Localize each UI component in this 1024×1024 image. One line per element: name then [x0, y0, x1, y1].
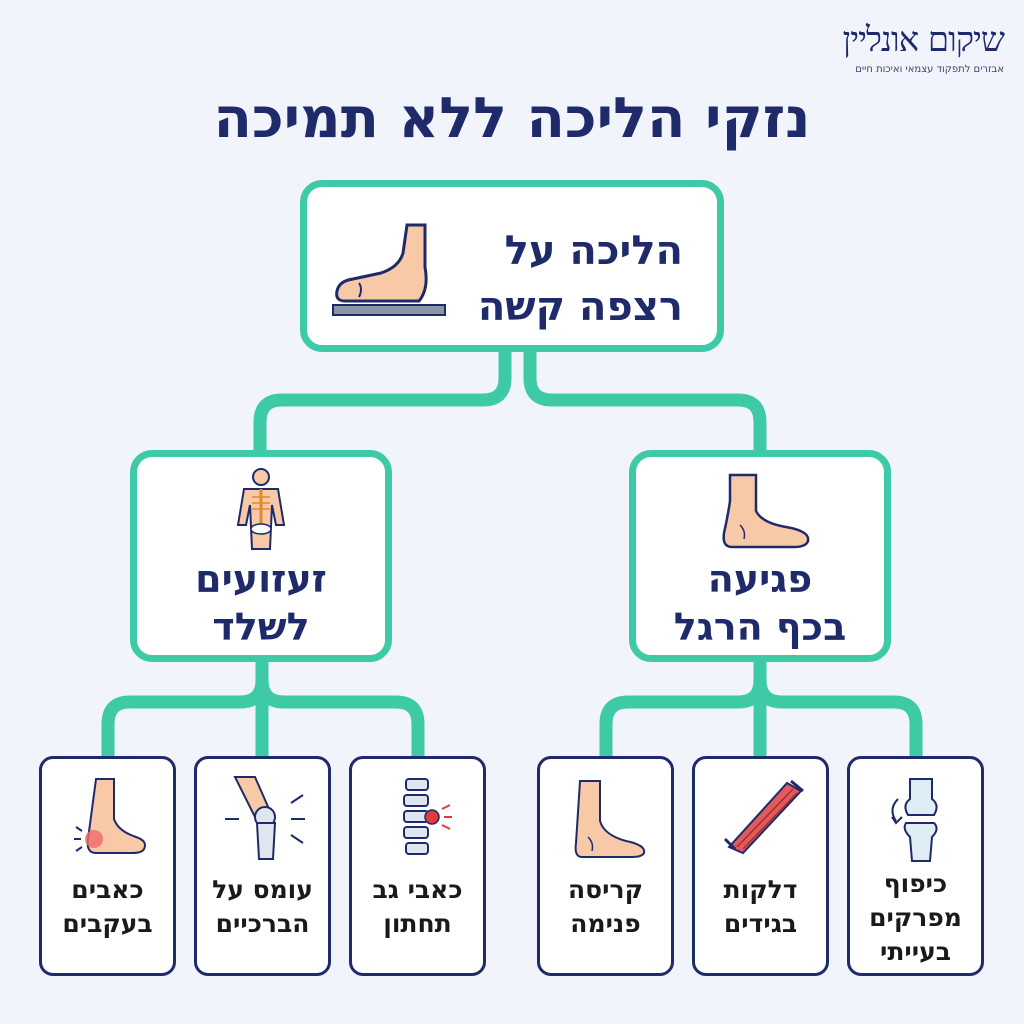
- skeleton-icon: [236, 468, 286, 550]
- leaf-heel-pain: כאבים בעקבים: [39, 756, 176, 976]
- root-box: הליכה על רצפה קשה: [300, 180, 724, 352]
- brand-logo[interactable]: שיקום אונליין אבזרים לתפקוד עצמאי ואיכות…: [804, 20, 1005, 75]
- logo-tagline: אבזרים לתפקוד עצמאי ואיכות חיים: [855, 64, 1004, 75]
- connector-right-children: [599, 655, 923, 765]
- root-label: הליכה על רצפה קשה: [477, 228, 683, 330]
- logo-name: שיקום אונליין: [842, 20, 1005, 60]
- leaf-arch-collapse: קריסה פנימה: [537, 756, 674, 976]
- branch-label-foot: פגיעה בכף הרגל: [673, 557, 847, 649]
- foot-icon: [722, 473, 810, 549]
- branch-box-skeleton: זעזועים לשלד: [130, 450, 392, 662]
- connector-root-right: [523, 343, 767, 459]
- leaf-label-knee-load: עומס על הברכיים: [212, 875, 313, 938]
- connector-left-children: [101, 655, 425, 765]
- foot-arch-icon: [574, 780, 646, 858]
- spine-icon: [403, 778, 452, 855]
- leaf-lower-back-pain: כאבי גב תחתון: [349, 756, 486, 976]
- branch-box-foot: פגיעה בכף הרגל: [629, 450, 891, 662]
- leaf-label-joint-bending: כיפוף מפרקים בעייתי: [869, 869, 962, 966]
- connector-root-left: [253, 343, 512, 459]
- branch-label-skeleton: זעזועים לשלד: [195, 557, 327, 649]
- knee-joint-icon: [225, 776, 305, 860]
- leaf-joint-bending: כיפוף מפרקים בעייתי: [847, 756, 984, 976]
- leaf-label-tendon-inflammation: דלקות בגידים: [723, 875, 798, 938]
- joint-icon: [891, 778, 938, 862]
- foot-on-floor-icon: [332, 223, 446, 316]
- leaf-label-heel-pain: כאבים בעקבים: [62, 875, 153, 938]
- page-title: נזקי הליכה ללא תמיכה: [213, 86, 811, 151]
- leaf-label-arch-collapse: קריסה פנימה: [568, 875, 643, 938]
- leaf-knee-load: עומס על הברכיים: [194, 756, 331, 976]
- tendon-icon: [723, 779, 804, 855]
- leaf-label-lower-back-pain: כאבי גב תחתון: [372, 875, 463, 938]
- leaf-tendon-inflammation: דלקות בגידים: [692, 756, 829, 976]
- heel-pain-icon: [74, 778, 146, 854]
